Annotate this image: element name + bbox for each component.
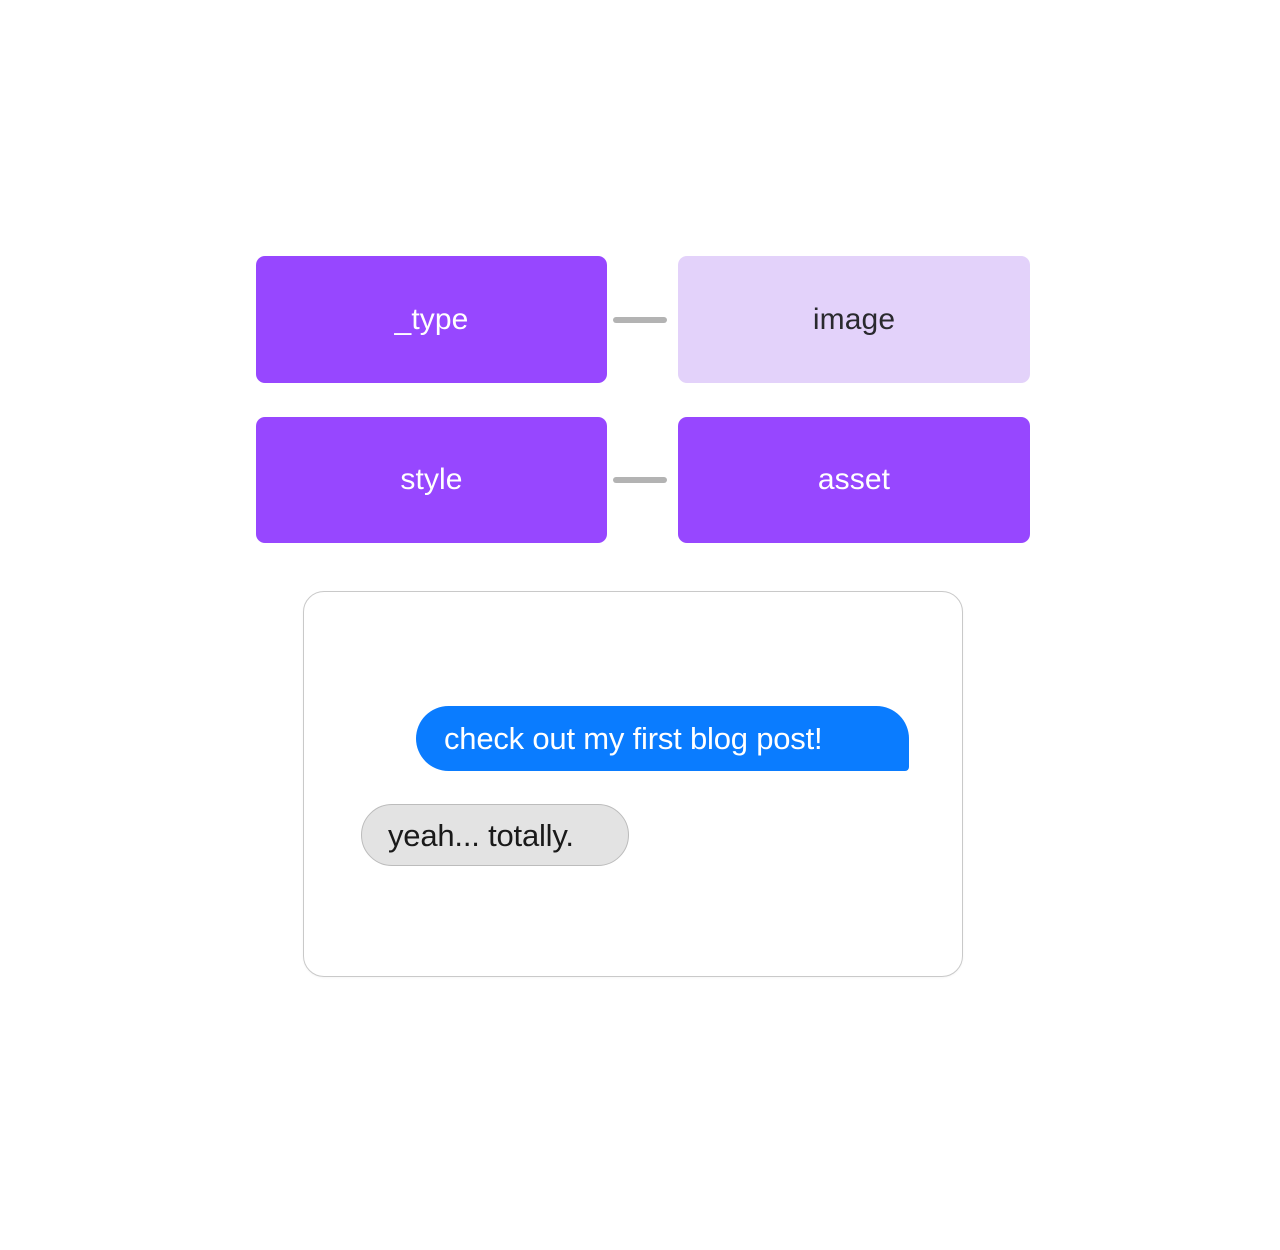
schema-row-style: style asset — [256, 417, 1030, 543]
connector-line-icon — [613, 316, 667, 323]
schema-value-image[interactable]: image — [678, 256, 1030, 383]
schema-value-asset[interactable]: asset — [678, 417, 1030, 543]
connector-line-icon — [613, 477, 667, 483]
schema-row-type: _type image — [256, 256, 1030, 383]
message-bubble-outgoing[interactable]: check out my first blog post! — [416, 706, 909, 771]
message-preview-card: check out my first blog post! yeah... to… — [303, 591, 963, 977]
schema-key-style[interactable]: style — [256, 417, 607, 543]
schema-key-type[interactable]: _type — [256, 256, 607, 383]
message-bubble-incoming[interactable]: yeah... totally. — [361, 804, 629, 866]
